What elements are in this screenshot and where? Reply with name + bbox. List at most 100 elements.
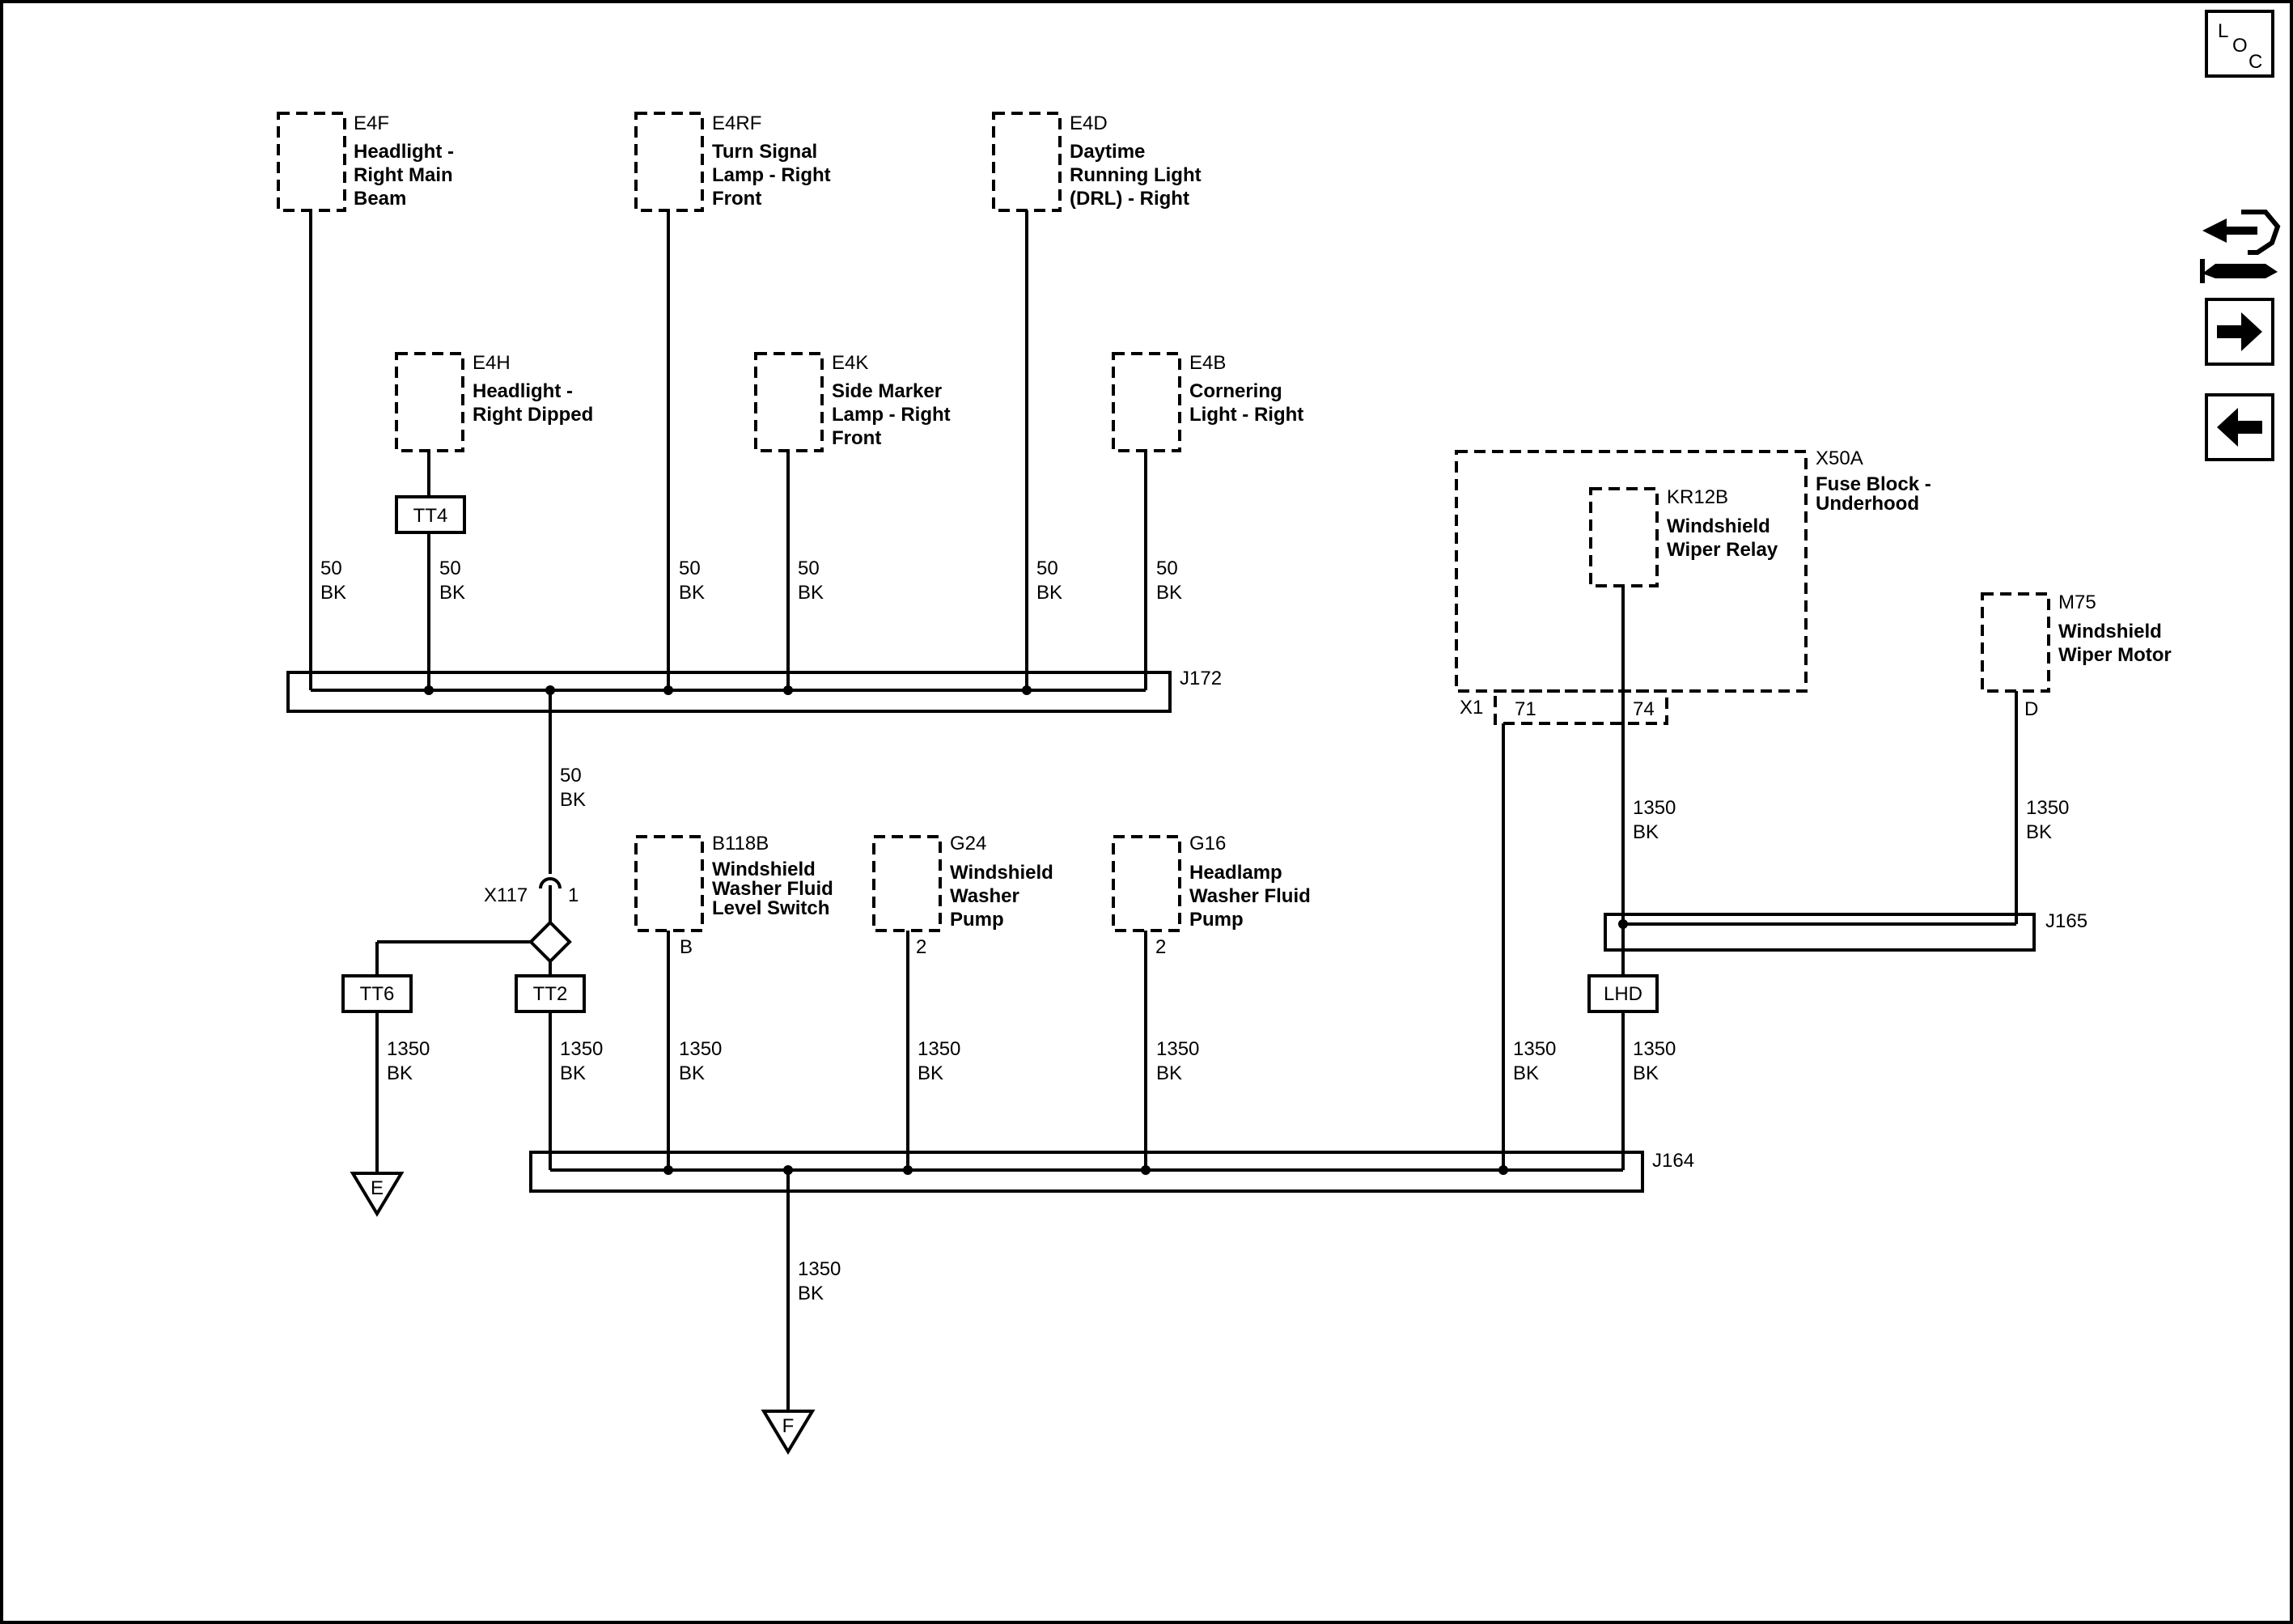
component-label: Washer Fluid [712, 878, 833, 900]
component-label: Headlight - [473, 380, 573, 402]
wire-gauge: 1350 [1633, 797, 1676, 819]
component-label: Wiper Relay [1667, 539, 1778, 561]
connector-id: X117 [484, 884, 528, 906]
next-page-button[interactable] [2205, 298, 2274, 366]
component-label: Lamp - Right [712, 164, 831, 186]
wire-gauge: 1350 [679, 1038, 722, 1060]
loc-letter-o: O [2232, 35, 2248, 57]
wire-color: BK [679, 582, 705, 604]
wire-color: BK [1036, 582, 1062, 604]
component-label: Cornering [1189, 380, 1282, 402]
wire-color: BK [798, 582, 824, 604]
component-label: Running Light [1070, 164, 1202, 186]
component-b118b[interactable]: B118B Windshield Washer Fluid Level Swit… [634, 833, 833, 958]
connector-view-icon[interactable] [2200, 210, 2281, 283]
wire-gauge: 50 [679, 558, 701, 579]
component-label: Windshield [1667, 515, 1770, 537]
component-label: Headlight - [354, 141, 454, 163]
wire-gauge: 1350 [798, 1258, 841, 1280]
splice-j165[interactable]: J165 [1604, 910, 2087, 952]
component-id: G16 [1189, 833, 1226, 854]
component-label: Windshield [950, 862, 1053, 884]
connector-id: X1 [1460, 697, 1483, 719]
component-label: Underhood [1816, 493, 1919, 515]
component-label: Daytime [1070, 141, 1145, 163]
component-label: Light - Right [1189, 404, 1303, 426]
component-label: Pump [950, 909, 1004, 931]
component-label: Front [712, 188, 761, 210]
component-e4b[interactable]: E4B Cornering Light - Right [1112, 352, 1303, 452]
splice-diamond [528, 920, 572, 964]
pin-label: 2 [916, 936, 926, 958]
component-id: X50A [1816, 447, 1863, 469]
component-label: Pump [1189, 909, 1244, 931]
splice-label: J165 [2045, 910, 2087, 932]
component-id: G24 [950, 833, 986, 854]
tag-label: TT4 [413, 505, 448, 527]
component-e4f[interactable]: E4F Headlight - Right Main Beam [277, 112, 454, 212]
wire-gauge: 1350 [1633, 1038, 1676, 1060]
wire-color: BK [560, 1062, 586, 1084]
component-kr12b[interactable]: KR12B Windshield Wiper Relay [1589, 486, 1778, 587]
connector-pin: 1 [568, 884, 579, 906]
component-label: Fuse Block - [1816, 473, 1931, 495]
wire-gauge: 50 [1156, 558, 1178, 579]
connector-x1[interactable]: X1 71 74 [1460, 689, 1668, 725]
wire-gauge: 50 [1036, 558, 1058, 579]
tag-label: TT6 [360, 983, 395, 1005]
ground-e[interactable]: E [350, 1172, 405, 1217]
splice-j164[interactable]: J164 [529, 1150, 1694, 1193]
component-label: Washer Fluid [1189, 885, 1311, 907]
wire-labels-right: 1350 BK 1350 BK [1633, 797, 2069, 843]
component-x50a[interactable]: X50A Fuse Block - Underhood [1455, 447, 1931, 693]
component-label: Level Switch [712, 897, 829, 919]
splice-j172[interactable]: J172 [286, 668, 1222, 713]
wire-gauge: 50 [320, 558, 342, 579]
component-g16[interactable]: G16 Headlamp Washer Fluid Pump 2 [1112, 833, 1311, 958]
wire-gauge: 1350 [2026, 797, 2069, 819]
wire-color: BK [320, 582, 346, 604]
wire-labels-bottom: 1350 BK 1350 BK 1350 BK 1350 BK 1350 BK … [560, 1038, 1676, 1084]
component-label: Side Marker [832, 380, 942, 402]
component-label: Wiper Motor [2058, 644, 2172, 666]
component-e4h[interactable]: E4H Headlight - Right Dipped [395, 352, 593, 452]
component-label: Washer [950, 885, 1019, 907]
component-label: Lamp - Right [832, 404, 951, 426]
loc-button[interactable]: L O C [2205, 10, 2274, 78]
ground-label: F [782, 1415, 795, 1437]
component-label: Windshield [712, 859, 816, 880]
component-label: Right Dipped [473, 404, 593, 426]
previous-page-button[interactable] [2205, 393, 2274, 461]
wires-bottom [549, 931, 1147, 1170]
tag-tt6[interactable]: TT6 [341, 974, 413, 1013]
wire-color: BK [918, 1062, 943, 1084]
loc-letter-l: L [2218, 20, 2228, 42]
component-e4rf[interactable]: E4RF Turn Signal Lamp - Right Front [634, 112, 831, 212]
wire-color: BK [1513, 1062, 1539, 1084]
component-m75[interactable]: M75 Windshield Wiper Motor D [1981, 592, 2172, 720]
arrow-left-icon [2217, 408, 2262, 447]
tag-label: LHD [1604, 983, 1642, 1005]
ground-f[interactable]: F [761, 1410, 816, 1455]
splice-label: J164 [1652, 1150, 1694, 1172]
tag-tt2[interactable]: TT2 [515, 974, 586, 1013]
component-id: E4K [832, 352, 868, 374]
tag-tt4[interactable]: TT4 [395, 495, 466, 534]
wire-color: BK [1156, 582, 1182, 604]
wire-gauge: 50 [798, 558, 820, 579]
connector-x117[interactable]: X117 1 [484, 877, 579, 922]
wire-color: BK [1633, 821, 1659, 843]
component-g24[interactable]: G24 Windshield Washer Pump 2 [872, 833, 1053, 958]
component-label: Headlamp [1189, 862, 1282, 884]
wire-gauge: 1350 [560, 1038, 603, 1060]
loc-letter-c: C [2248, 51, 2262, 73]
wires-top [309, 210, 1147, 690]
wire-gauge: 50 [439, 558, 461, 579]
ground-label: E [371, 1177, 384, 1199]
pin-label: B [680, 936, 693, 958]
wire-color: BK [560, 789, 586, 811]
component-e4d[interactable]: E4D Daytime Running Light (DRL) - Right [992, 112, 1202, 212]
component-e4k[interactable]: E4K Side Marker Lamp - Right Front [754, 352, 951, 452]
component-label: Beam [354, 188, 406, 210]
tag-lhd[interactable]: LHD [1587, 974, 1659, 1013]
